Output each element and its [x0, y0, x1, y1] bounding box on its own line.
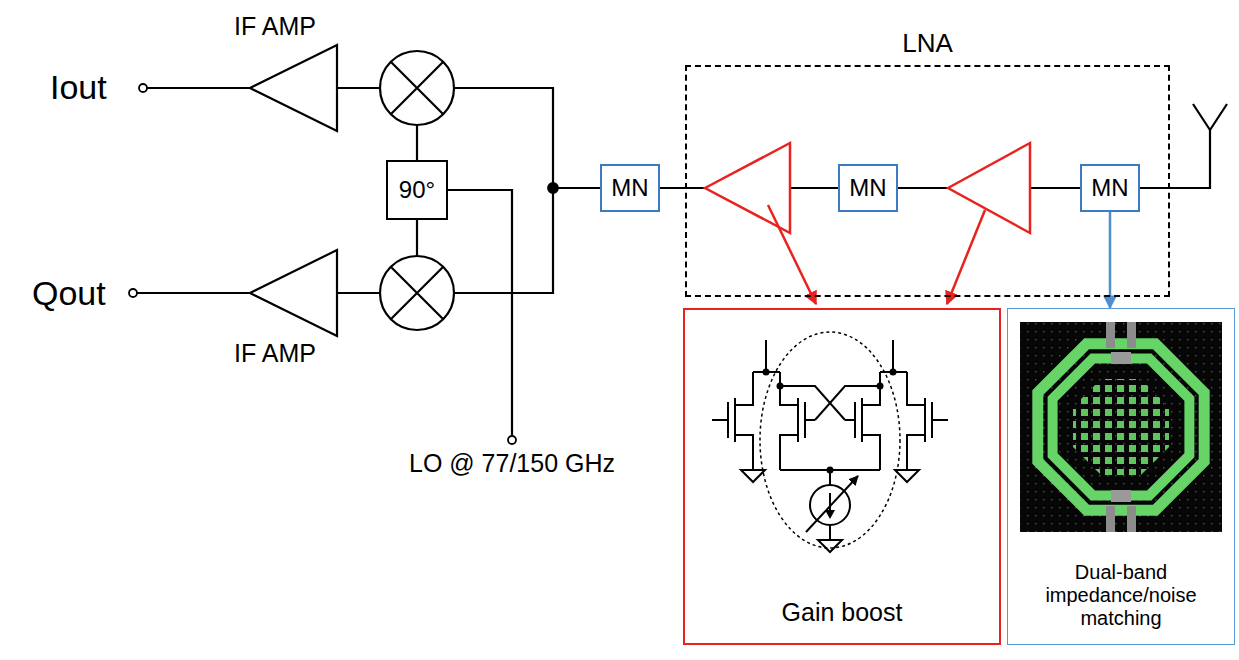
node-text: LNA	[902, 29, 953, 59]
tunable-arrow	[806, 476, 858, 532]
junction-dot	[827, 467, 834, 474]
inductor-lead	[1127, 322, 1136, 348]
local-oscillator-wire	[448, 190, 512, 436]
port-label: Qout	[32, 274, 106, 313]
crossover	[1111, 490, 1131, 502]
local-oscillator-wire	[416, 220, 418, 256]
if-amplifier: IF AMP	[205, 245, 345, 370]
amplifier-triangle	[250, 45, 337, 131]
port-terminal	[139, 84, 147, 92]
node-text: MN	[849, 174, 886, 202]
node-text: IF AMP	[234, 12, 316, 41]
inductor-turn	[1053, 359, 1190, 496]
crossover	[1111, 352, 1131, 364]
if-wire	[337, 87, 380, 89]
junction-dot	[777, 383, 784, 390]
mixer-symbol	[380, 256, 454, 330]
junction-dot	[763, 369, 770, 376]
antenna-feed	[1140, 130, 1210, 188]
amplifier-triangle	[705, 143, 790, 233]
output-wire	[147, 87, 250, 89]
junction-dot	[548, 183, 558, 193]
antenna-symbol	[1193, 104, 1227, 130]
rf-wire	[790, 187, 838, 189]
port-label: Iout	[50, 68, 107, 107]
node-text: MN	[1091, 174, 1128, 202]
matching-network-box: MN	[1080, 164, 1140, 212]
cross-coupled-circuit	[712, 332, 948, 552]
node-text: IF AMP	[234, 339, 316, 368]
amplifier-region: LNAMNMN	[685, 65, 1170, 297]
junction-dot	[877, 383, 884, 390]
oscillator-terminal	[508, 436, 516, 444]
layout-background	[1020, 322, 1222, 532]
layout-inset-panel: Dual-band impedance/noise matching	[1007, 308, 1235, 645]
inductor-turn	[1038, 344, 1204, 510]
dashed-ellipse	[760, 332, 900, 548]
amplifier-triangle	[250, 250, 337, 336]
if-amplifier: IF AMP	[205, 12, 345, 137]
oscillator-label: LO @ 77/150 GHz	[409, 449, 615, 478]
node-text: Dual-band impedance/noise matching	[1036, 561, 1206, 630]
callout-arrow	[947, 210, 985, 304]
circuit-inset-panel: Gain boost	[683, 308, 1001, 645]
rf-wire	[553, 187, 600, 189]
if-wire	[337, 292, 380, 294]
cross-coupling-wire	[780, 386, 880, 420]
rf-wire	[1030, 187, 1080, 189]
ground-symbol	[741, 470, 919, 552]
current-source-symbol	[829, 493, 831, 512]
terminals	[129, 84, 558, 444]
inductor-lead	[1106, 506, 1115, 532]
node-text: Gain boost	[782, 598, 903, 627]
dummy-fill	[1073, 379, 1169, 475]
port-terminal	[129, 289, 137, 297]
node-text: 90°	[399, 176, 435, 204]
transistor-symbol	[712, 372, 753, 470]
drain-wire	[753, 340, 907, 372]
phase-shift-box: 90°	[386, 160, 448, 220]
matching-network-box: MN	[600, 164, 660, 212]
node-text: MN	[611, 174, 648, 202]
mixer-symbol	[380, 51, 454, 125]
inductor-lead	[1127, 506, 1136, 532]
junction-dot	[890, 369, 897, 376]
inductor-layout	[1020, 322, 1222, 532]
mixer-symbol	[391, 267, 443, 319]
transistor-symbol	[907, 372, 948, 470]
local-oscillator-wire	[416, 125, 418, 160]
mixer-symbol	[391, 62, 443, 114]
connector-arrow	[1109, 212, 1112, 308]
matching-network-box: MN	[838, 164, 898, 212]
circuit-dots	[763, 369, 897, 474]
mixer-symbol	[380, 51, 454, 330]
callout-arrow	[768, 205, 985, 304]
rf-wire	[898, 187, 948, 189]
inductor-lead	[1106, 322, 1115, 348]
tail-wire	[780, 470, 880, 540]
amplifier-triangle	[948, 143, 1030, 233]
callout-arrow	[768, 205, 816, 304]
rf-wire	[660, 187, 705, 189]
output-wire	[137, 292, 250, 294]
